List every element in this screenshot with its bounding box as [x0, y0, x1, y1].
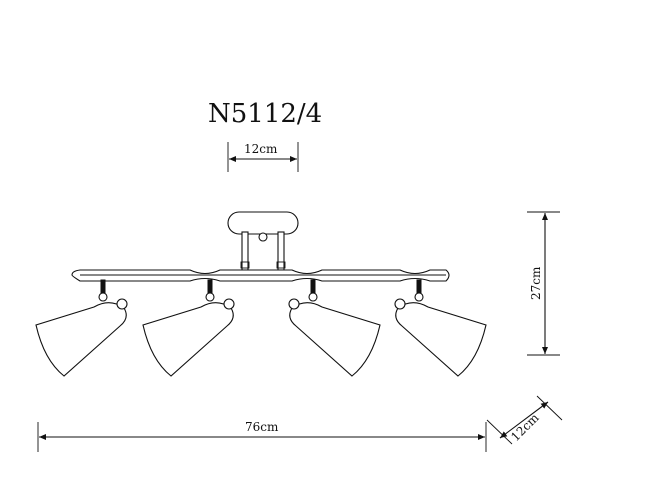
- depth-label: 12cm: [508, 410, 542, 444]
- model-title: N5112/4: [208, 99, 322, 129]
- spotlight-4: [394, 279, 487, 377]
- spotlight-2: [142, 279, 235, 377]
- length-dimension: 76cm: [37, 420, 487, 452]
- canopy-width-label: 12cm: [244, 142, 278, 156]
- height-label: 27cm: [529, 266, 543, 300]
- height-dimension: 27cm: [527, 211, 560, 356]
- mounting-bar: [71, 269, 450, 282]
- depth-dimension: 12cm: [486, 395, 563, 445]
- length-label: 76cm: [245, 420, 279, 434]
- ceiling-canopy: [227, 211, 299, 271]
- spotlight-3: [288, 279, 381, 377]
- spotlight-1: [35, 279, 128, 377]
- canopy-width-dimension: 12cm: [227, 142, 299, 172]
